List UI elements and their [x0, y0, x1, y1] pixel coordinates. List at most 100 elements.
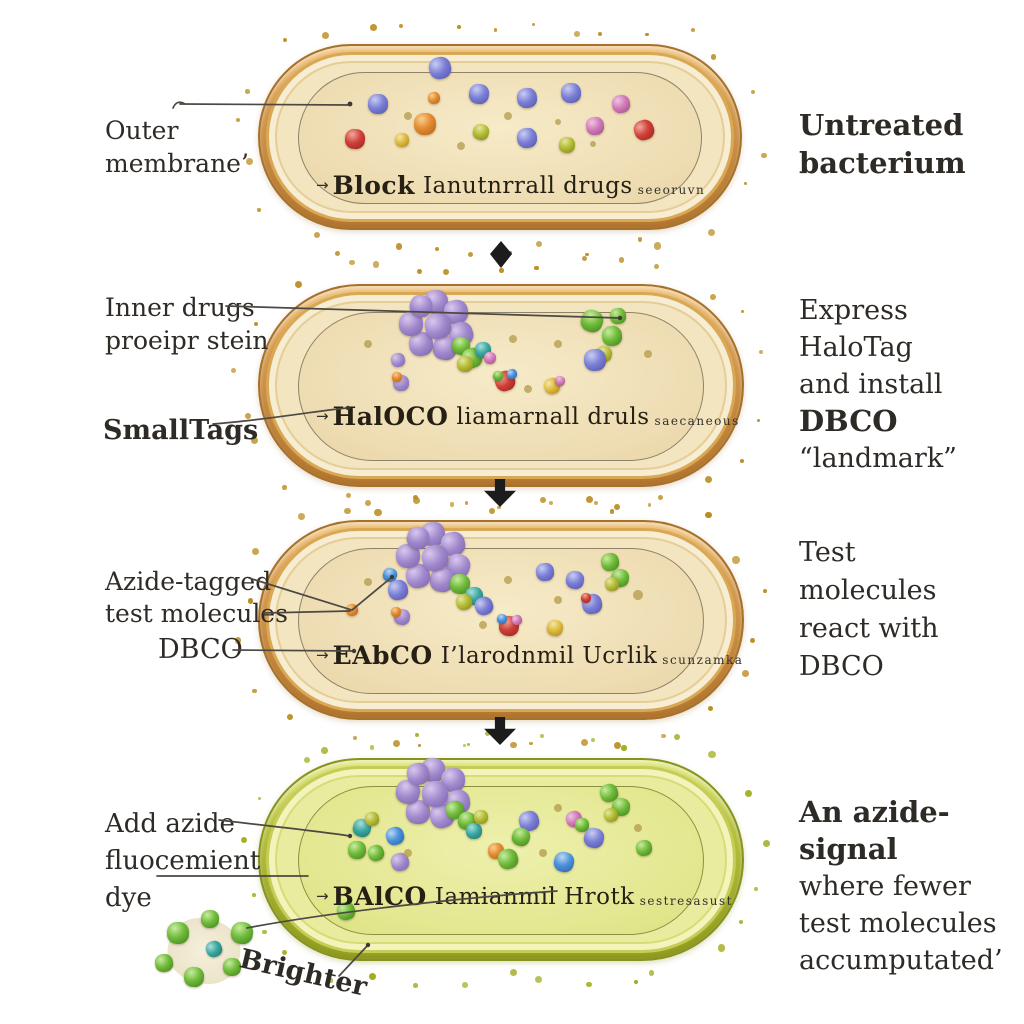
- speckle-dot: [704, 475, 712, 483]
- fleck-molecule: [508, 334, 518, 344]
- label-line: Inner drugs: [105, 293, 255, 322]
- yellow-molecule: [394, 132, 410, 148]
- speckle-dot: [613, 741, 622, 749]
- speckle-dot: [485, 731, 491, 737]
- red-molecule: [631, 117, 657, 143]
- membrane-text-regular: liamarnall druls: [456, 403, 650, 430]
- speckle-dot: [234, 637, 242, 644]
- membrane-text-regular: Iamianmil Hrotk: [434, 883, 635, 910]
- molecule-layer: [258, 284, 744, 487]
- green-molecule: [365, 842, 387, 864]
- blue-molecule: [583, 348, 607, 372]
- membrane-text-bold: BAlCO: [332, 882, 427, 911]
- speckle-dot: [710, 293, 717, 300]
- purple-molecule: [421, 780, 449, 808]
- speckle-dot: [741, 670, 749, 678]
- speckle-dot: [654, 242, 662, 250]
- membrane-text-bold: Block: [332, 171, 415, 200]
- blue-molecule: [535, 562, 555, 582]
- fleck-molecule: [644, 350, 652, 358]
- yellowgreen-molecule: [471, 122, 491, 142]
- speckle-dot: [493, 27, 498, 32]
- blue-molecule: [560, 82, 582, 104]
- speckle-dot: [754, 886, 758, 891]
- speckle-dot: [690, 27, 696, 33]
- speckle-dot: [707, 228, 716, 236]
- speckle-dot: [609, 508, 615, 514]
- speckle-dot: [585, 495, 594, 503]
- speckle-dot: [743, 181, 748, 186]
- bacterium-untreated: Block Ianutnrrall drugs seeoruvn: [236, 23, 767, 258]
- membrane-text-tail: scunzamka: [662, 653, 744, 667]
- yellowgreen-molecule: [363, 810, 381, 828]
- molecule-layer: [258, 755, 744, 961]
- caption-line: Untreated: [799, 108, 964, 142]
- blue-molecule: [582, 826, 606, 850]
- caption-line: DBCO: [799, 651, 884, 682]
- flow-arrow-diamond: [490, 241, 512, 268]
- green-molecule: [601, 325, 623, 347]
- speckle-dot: [257, 796, 261, 800]
- speckle-dot: [586, 981, 592, 988]
- speckle-dot: [443, 269, 450, 276]
- teal-molecule: [465, 822, 483, 840]
- speckle-dot: [749, 638, 755, 644]
- fleck-molecule: [589, 140, 597, 148]
- speckle-dot: [633, 980, 639, 985]
- label-line: proeipr stein: [105, 326, 269, 355]
- label-line: fluocemient: [105, 846, 261, 876]
- fleck-molecule: [633, 823, 643, 833]
- arrow-tick-icon: [316, 648, 329, 663]
- speckle-dot: [732, 556, 740, 564]
- outer-membrane-pointer-hook: [172, 101, 186, 109]
- speckle-dot: [466, 743, 471, 747]
- green-molecule: [347, 840, 367, 860]
- membrane-text-bold: EAbCO: [332, 641, 433, 670]
- speckle-dot: [738, 919, 743, 924]
- membrane-text: HalOCO liamarnall druls saecaneous: [314, 402, 739, 431]
- speckle-dot: [365, 499, 372, 507]
- speckle-dot: [245, 89, 250, 94]
- fleck-molecule: [403, 111, 413, 121]
- speckle-dot: [648, 970, 654, 976]
- orange-molecule: [344, 602, 360, 618]
- membrane-text-regular: I’larodnmil Ucrlik: [440, 642, 658, 669]
- speckle-dot: [450, 502, 455, 507]
- speckle-dot: [417, 743, 422, 748]
- speckle-dot: [322, 32, 330, 40]
- label-dbco: DBCO: [158, 633, 243, 666]
- speckle-dot: [590, 737, 595, 742]
- fleck-molecule: [403, 848, 413, 858]
- speckle-dot: [573, 31, 580, 37]
- label-add-azide-dye: Add azide fluocemient dye: [105, 806, 260, 917]
- speckle-dot: [707, 705, 714, 712]
- speckle-dot: [708, 750, 716, 759]
- speckle-dot: [304, 756, 310, 763]
- label-line: DBCO: [158, 634, 243, 665]
- speckle-dot: [531, 23, 535, 27]
- speckle-dot: [718, 944, 726, 952]
- speckle-dot: [739, 458, 745, 464]
- membrane-text-tail: saecaneous: [654, 414, 740, 428]
- purple-molecule: [389, 351, 407, 369]
- flow-arrow-down: [484, 717, 516, 745]
- red-molecule: [344, 128, 366, 150]
- speckle-dot: [654, 263, 660, 269]
- speckle-dot: [328, 978, 334, 984]
- speckle-dot: [412, 497, 420, 505]
- cytoplasm: [298, 72, 702, 204]
- fleck-molecule: [553, 803, 563, 813]
- speckle-dot: [251, 547, 259, 555]
- fleck-molecule: [456, 141, 466, 151]
- fleck-molecule: [554, 596, 562, 604]
- speckle-dot: [657, 495, 663, 500]
- speckle-dot: [335, 250, 341, 256]
- fleck-molecule: [631, 588, 645, 602]
- speckle-dot: [467, 252, 473, 258]
- speckle-dot: [510, 742, 517, 749]
- speckle-dot: [457, 24, 462, 30]
- speckle-dot: [462, 743, 466, 748]
